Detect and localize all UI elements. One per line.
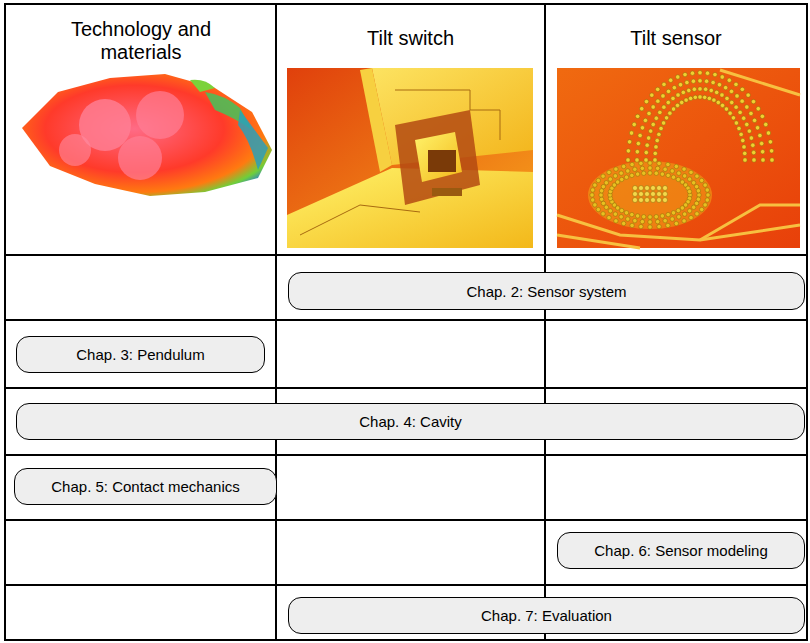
header-text: Tilt sensor — [630, 27, 722, 50]
chapter-label: Chap. 6: Sensor modeling — [594, 542, 767, 559]
header-text: Tilt switch — [367, 27, 454, 50]
chapter-band: Chap. 5: Contact mechanics — [14, 468, 277, 505]
tilt-switch-render — [287, 68, 533, 248]
chapter-band: Chap. 7: Evaluation — [288, 597, 805, 634]
chapter-label: Chap. 7: Evaluation — [481, 607, 612, 624]
surface-topography — [22, 74, 272, 196]
chapter-band: Chap. 6: Sensor modeling — [557, 532, 805, 569]
column-header: Tilt switch — [277, 6, 544, 64]
column-header: Technology and materials — [7, 6, 275, 66]
table-grid — [5, 4, 807, 640]
chapter-label: Chap. 4: Cavity — [359, 413, 462, 430]
column-header: Tilt sensor — [546, 6, 806, 64]
chapter-band: Chap. 3: Pendulum — [16, 336, 265, 373]
tilt-sensor-render — [557, 68, 800, 248]
chapter-label: Chap. 2: Sensor system — [466, 283, 626, 300]
chapter-band: Chap. 2: Sensor system — [288, 272, 805, 310]
header-text: Technology and materials — [41, 18, 241, 64]
chapter-label: Chap. 5: Contact mechanics — [51, 478, 239, 495]
chapter-band: Chap. 4: Cavity — [16, 403, 805, 440]
chapter-label: Chap. 3: Pendulum — [76, 346, 204, 363]
